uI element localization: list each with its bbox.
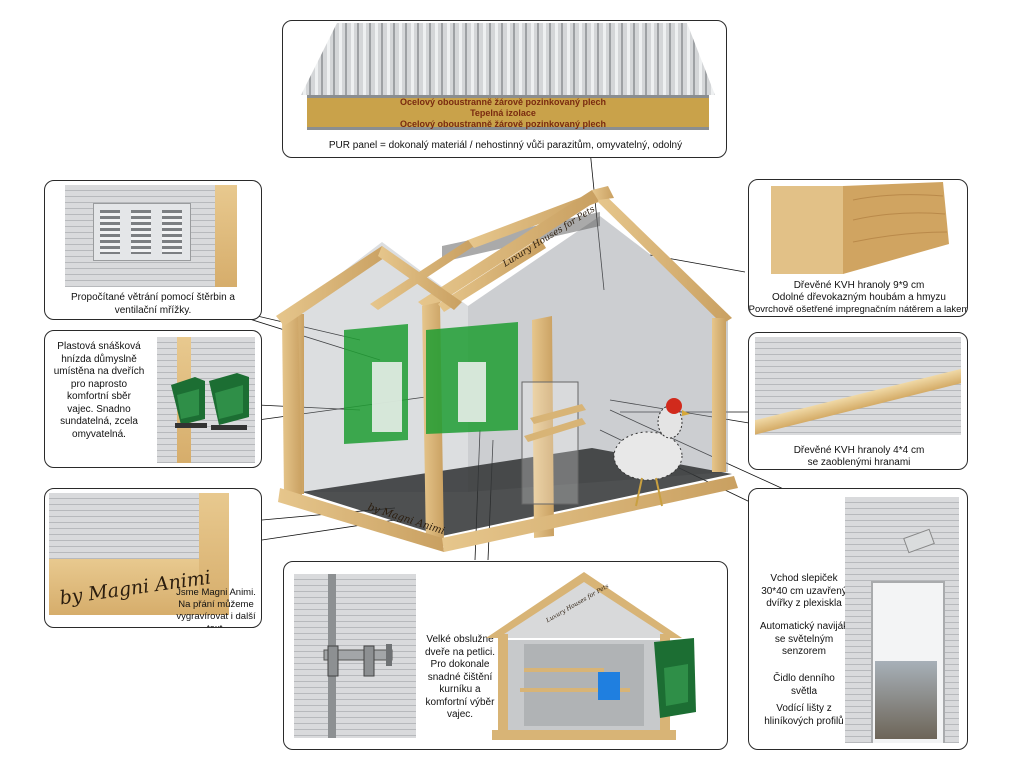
entrance-callout: Vchod slepiček 30*40 cm uzavřený dvířky … <box>748 488 968 750</box>
pur-layer-middle: Tepelná izolace <box>470 108 536 118</box>
entrance-text3: Čidlo denního světla <box>773 673 835 697</box>
beam-large-line1: Dřevěné KVH hranoly 9*9 cm <box>793 280 925 291</box>
service-door-callout: Velké obslužné dveře na petlici. Pro dok… <box>283 561 728 750</box>
pur-panel-caption: PUR panel = dokonalý materiál / nehostin… <box>328 140 683 151</box>
engraving-callout: by Magni Animi Jsme Magni Animi. Na přán… <box>44 488 262 628</box>
pur-panel-callout: Ocelový oboustranně žárově pozinkovaný p… <box>282 20 727 158</box>
beam-large-line3: Povrchově ošetřené impregnačním nátěrem … <box>748 304 968 315</box>
pur-layer-top: Ocelový oboustranně žárově pozinkovaný p… <box>399 97 607 107</box>
ventilation-image <box>65 185 237 287</box>
coop-illustration: Luxury Houses for Pets by Magni Animi <box>262 186 748 558</box>
ventilation-callout: Propočítané větrání pomocí štěrbin a ven… <box>44 180 262 320</box>
nest-image <box>157 337 255 463</box>
nest-callout: Plastová snášková hnízda důmyslně umístě… <box>44 330 262 468</box>
entrance-text1: Vchod slepiček 30*40 cm uzavřený dvířky … <box>761 573 847 609</box>
ventilation-caption: Propočítané větrání pomocí štěrbin a ven… <box>71 292 235 316</box>
service-door-caption: Velké obslužné dveře na petlici. Pro dok… <box>424 634 496 720</box>
mini-house-image: Luxury Houses for Pets <box>484 572 714 744</box>
beam-small-line2: se zaoblenými hranami <box>807 457 911 468</box>
beam-large-line2: Odolné dřevokazným houbám a hmyzu <box>772 292 946 303</box>
entrance-text4: Vodící lišty z hliníkových profilů <box>764 703 844 727</box>
engraving-image: by Magni Animi <box>49 493 229 615</box>
nest-caption: Plastová snášková hnízda důmyslně umístě… <box>53 341 145 440</box>
pur-panel-image <box>297 23 715 135</box>
beam-small-line1: Dřevěné KVH hranoly 4*4 cm <box>793 445 925 456</box>
service-door-image <box>294 574 416 738</box>
pur-layer-bottom: Ocelový oboustranně žárově pozinkovaný p… <box>399 119 607 129</box>
beam-small-image <box>755 337 961 435</box>
entrance-text2: Automatický naviják se světelným senzore… <box>759 621 849 657</box>
beam-large-callout: Dřevěné KVH hranoly 9*9 cm Odolné dřevok… <box>748 179 968 317</box>
beam-large-image <box>763 180 953 278</box>
engraving-caption: Jsme Magni Animi. Na přání můžeme vygrav… <box>176 587 256 627</box>
beam-small-callout: Dřevěné KVH hranoly 4*4 cm se zaoblenými… <box>748 332 968 470</box>
entrance-image <box>845 497 959 743</box>
